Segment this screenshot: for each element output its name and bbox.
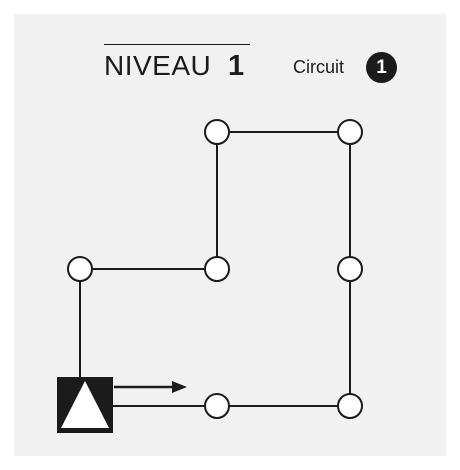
robot-start-icon: [57, 377, 113, 433]
node-6: [204, 393, 230, 419]
node-5: [337, 256, 363, 282]
node-3: [67, 256, 93, 282]
title-overline: [104, 44, 250, 45]
level-label: NIVEAU: [104, 50, 212, 81]
node-2: [337, 119, 363, 145]
node-4: [204, 256, 230, 282]
circuit-label: Circuit: [293, 57, 345, 77]
right-arrow-icon: [114, 381, 187, 393]
circuit-number-badge: 1: [366, 52, 397, 83]
node-1: [204, 119, 230, 145]
node-7: [337, 393, 363, 419]
level-number: 1: [228, 50, 245, 82]
